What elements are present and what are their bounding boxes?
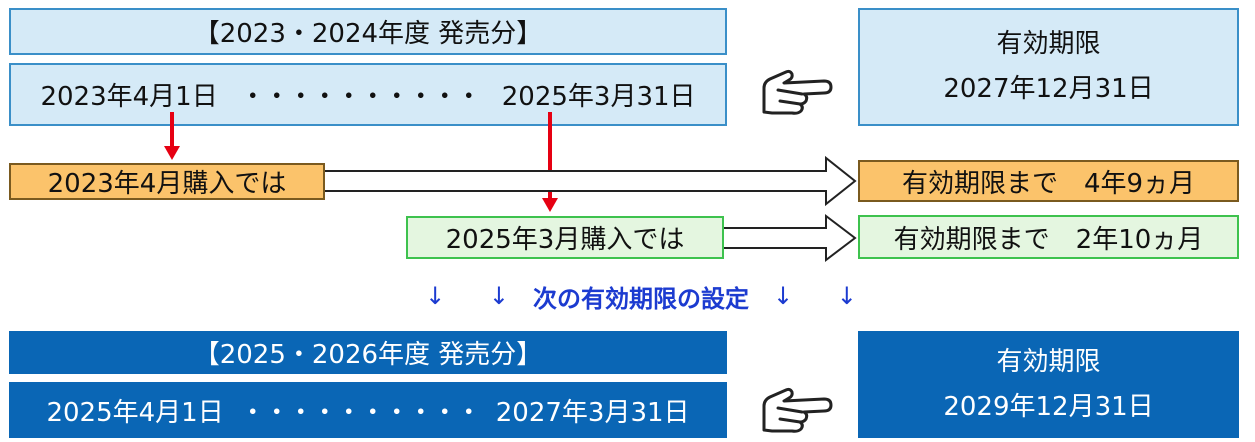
period1-end: 2025年3月31日: [501, 82, 696, 112]
purchase-early-text: 2023年4月購入では: [47, 169, 287, 199]
down-arrows-left: ↓ ↓: [425, 282, 527, 310]
down-arrow-icon: [164, 112, 180, 160]
purchase-late-text: 2025年3月購入では: [445, 225, 685, 255]
period2-end: 2027年3月31日: [495, 397, 690, 428]
period1-header-text: 【2023・2024年度 発売分】: [193, 19, 543, 49]
period1-expiry: 有効期限 2027年12月31日: [858, 8, 1239, 126]
down-arrows-right: ↓ ↓: [773, 282, 875, 310]
purchase-early-result-text: 有効期限まで 4年9ヵ月: [901, 168, 1196, 199]
purchase-late-result-text: 有効期限まで 2年10ヵ月: [893, 224, 1204, 255]
purchase-late-label: 2025年3月購入では: [406, 216, 724, 259]
down-arrow-icon: [542, 112, 558, 212]
right-arrow-icon: [721, 213, 857, 263]
right-arrow-icon: [322, 155, 857, 207]
period1-range: 2023年4月1日 ・・・・・・・・・・ 2025年3月31日: [9, 63, 727, 126]
pointing-hand-icon: [762, 69, 833, 115]
period2-expiry-label: 有効期限: [996, 346, 1101, 377]
period1-expiry-date: 2027年12月31日: [943, 74, 1154, 104]
period2-expiry: 有効期限 2029年12月31日: [858, 331, 1239, 438]
period2-header: 【2025・2026年度 発売分】: [9, 331, 727, 374]
next-expiry-caption: 次の有効期限の設定: [533, 284, 749, 313]
purchase-late-result: 有効期限まで 2年10ヵ月: [858, 215, 1239, 259]
purchase-early-result: 有効期限まで 4年9ヵ月: [858, 160, 1239, 202]
period2-start: 2025年4月1日: [46, 397, 224, 428]
period2-dots: ・・・・・・・・・・: [239, 397, 482, 428]
pointing-hand-icon: [762, 387, 833, 433]
next-expiry-note: ↓ ↓ 次の有効期限の設定 ↓ ↓: [420, 276, 880, 316]
period1-expiry-label: 有効期限: [996, 29, 1101, 59]
period2-header-text: 【2025・2026年度 発売分】: [193, 340, 543, 370]
purchase-early-label: 2023年4月購入では: [9, 163, 325, 200]
period2-expiry-date: 2029年12月31日: [943, 391, 1154, 422]
period1-start: 2023年4月1日: [40, 82, 218, 112]
period2-range: 2025年4月1日 ・・・・・・・・・・ 2027年3月31日: [9, 382, 727, 438]
period1-dots: ・・・・・・・・・・: [239, 82, 482, 112]
period1-header: 【2023・2024年度 発売分】: [9, 8, 727, 55]
